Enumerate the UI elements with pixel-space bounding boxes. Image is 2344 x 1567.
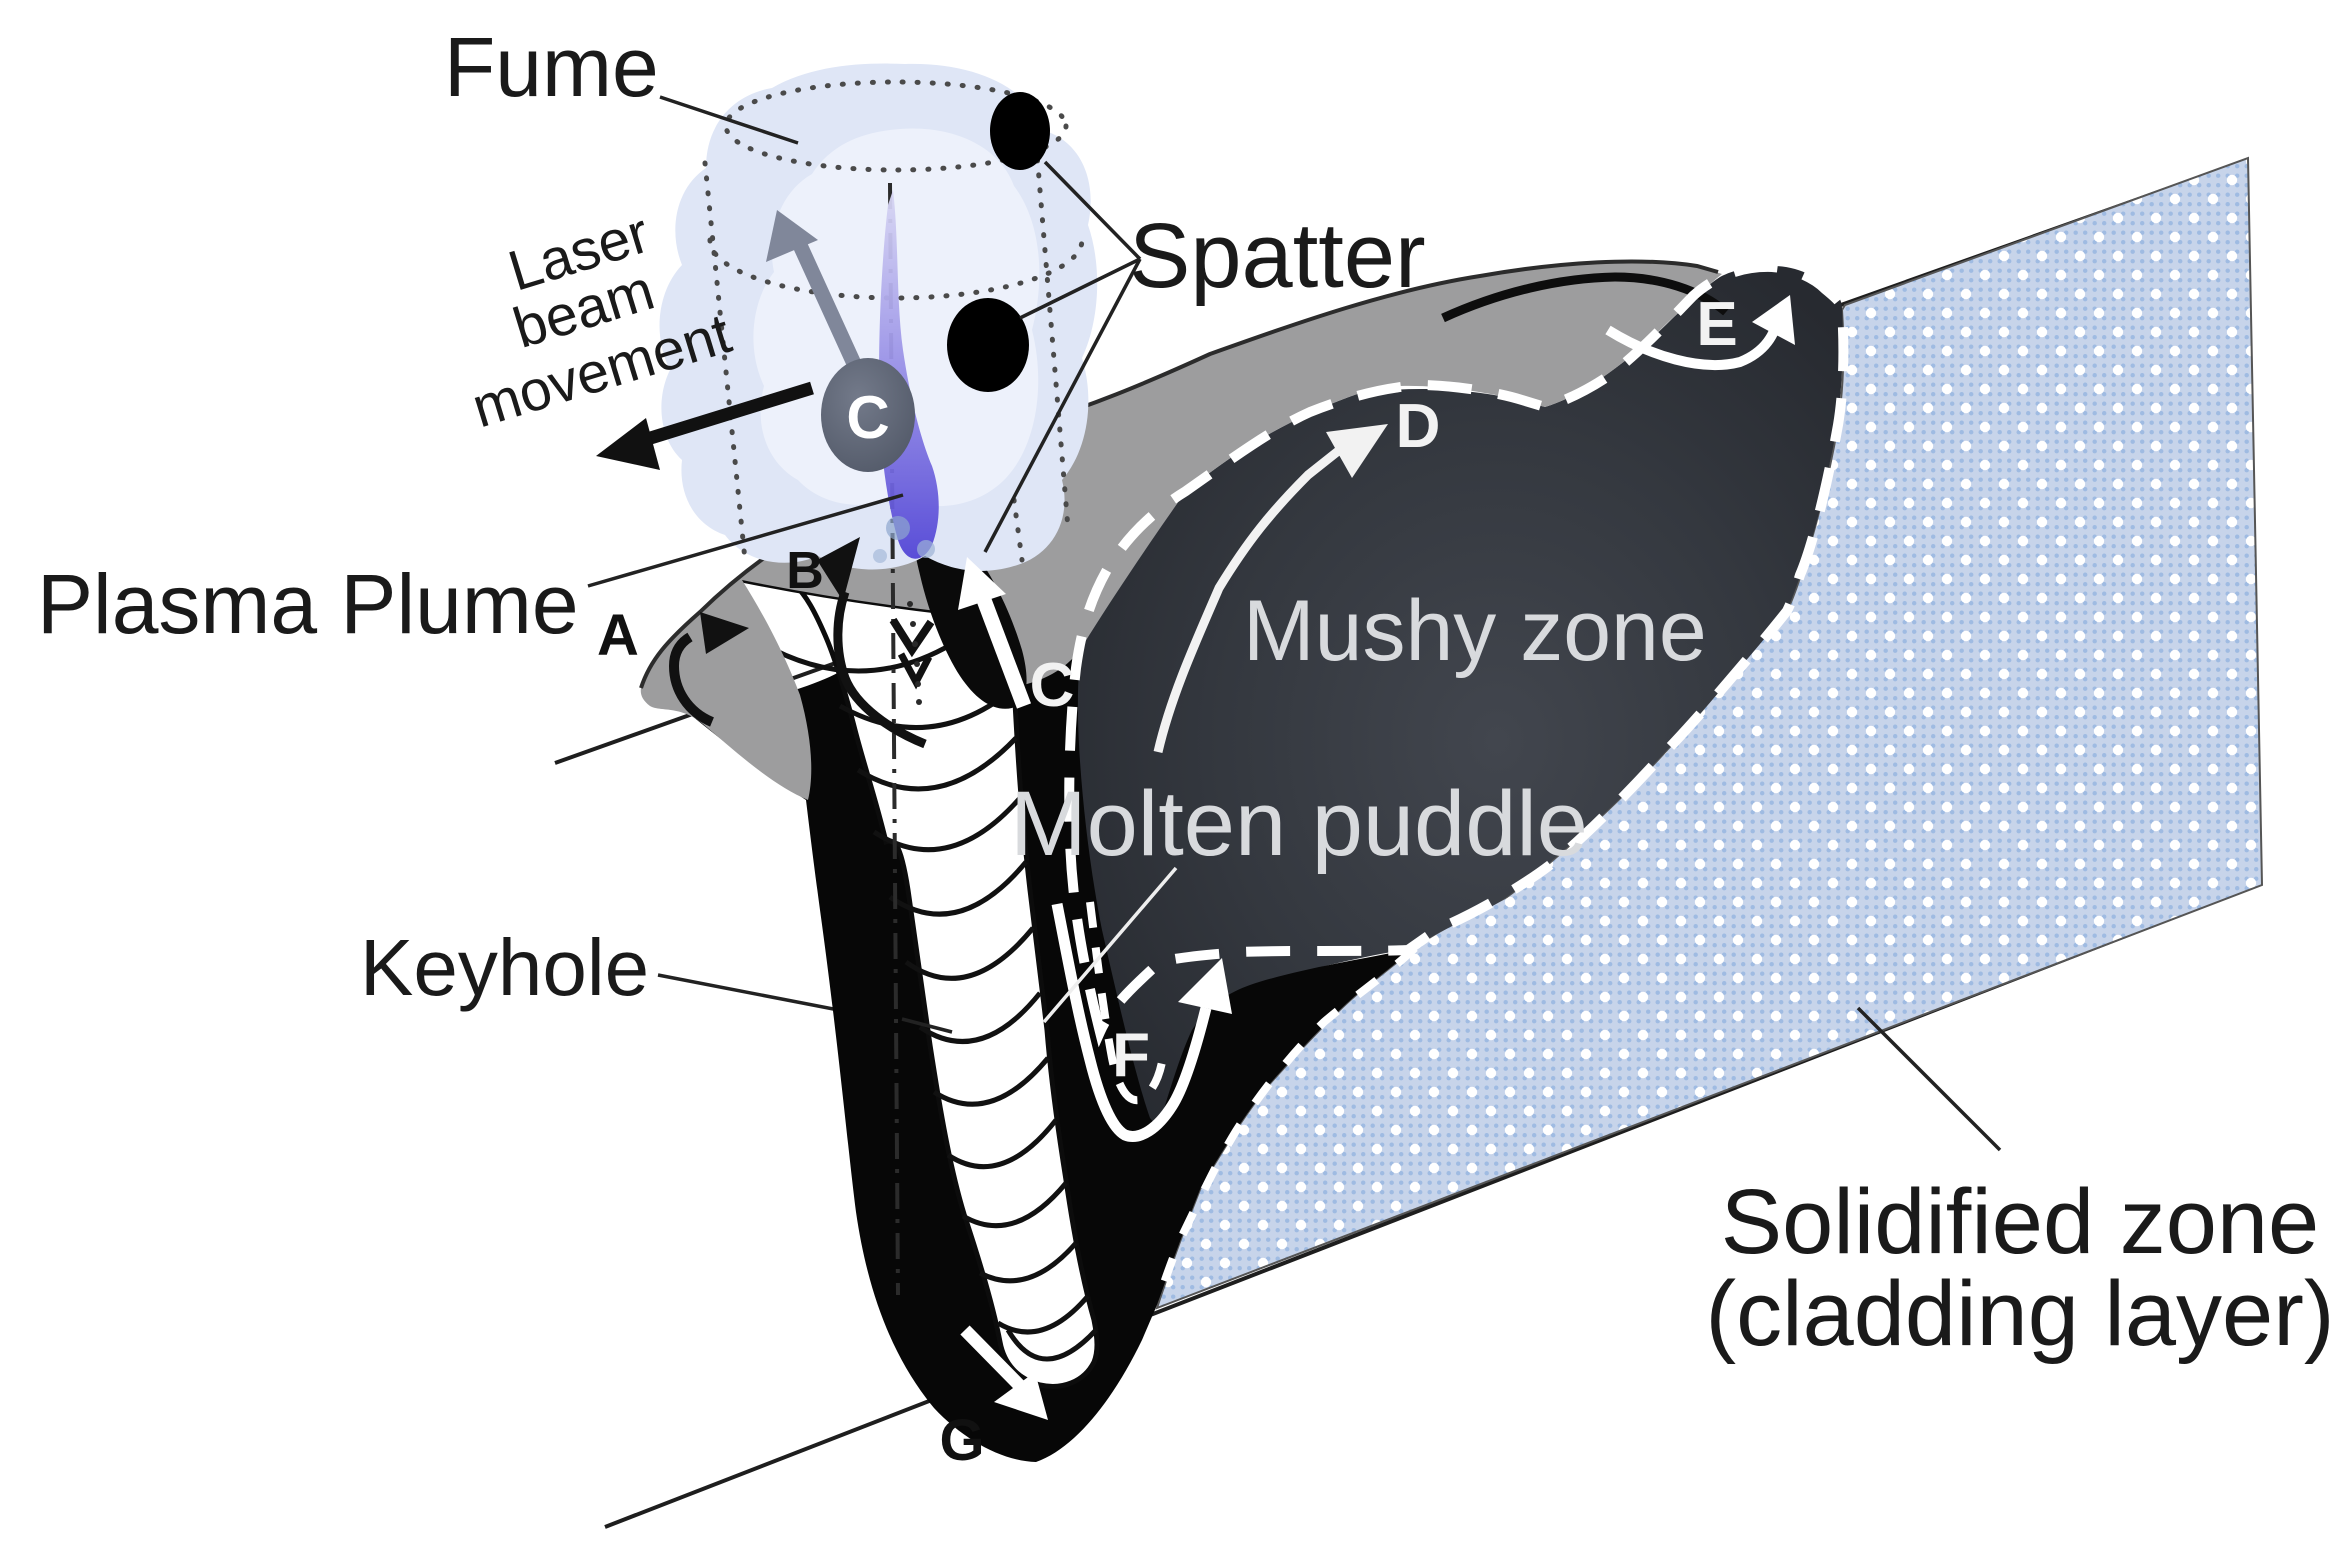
svg-text:B: B [786, 542, 824, 600]
svg-text:Mushy zone: Mushy zone [1243, 583, 1707, 679]
svg-text:E: E [1696, 290, 1737, 359]
svg-text:Keyhole: Keyhole [360, 923, 649, 1012]
svg-text:C: C [846, 384, 889, 451]
svg-text:C: C [1030, 651, 1075, 720]
svg-text:Fume: Fume [444, 20, 659, 114]
svg-text:D: D [1396, 392, 1441, 461]
svg-text:Molten puddle: Molten puddle [1010, 773, 1588, 875]
svg-text:F: F [1112, 1021, 1150, 1090]
svg-text:A: A [597, 603, 639, 668]
svg-text:Solidified zone: Solidified zone [1721, 1171, 2319, 1273]
svg-text:G: G [939, 1408, 984, 1473]
svg-text:(cladding layer): (cladding layer) [1706, 1263, 2335, 1365]
svg-text:Plasma Plume: Plasma Plume [37, 557, 579, 651]
svg-text:Spatter: Spatter [1129, 205, 1426, 307]
